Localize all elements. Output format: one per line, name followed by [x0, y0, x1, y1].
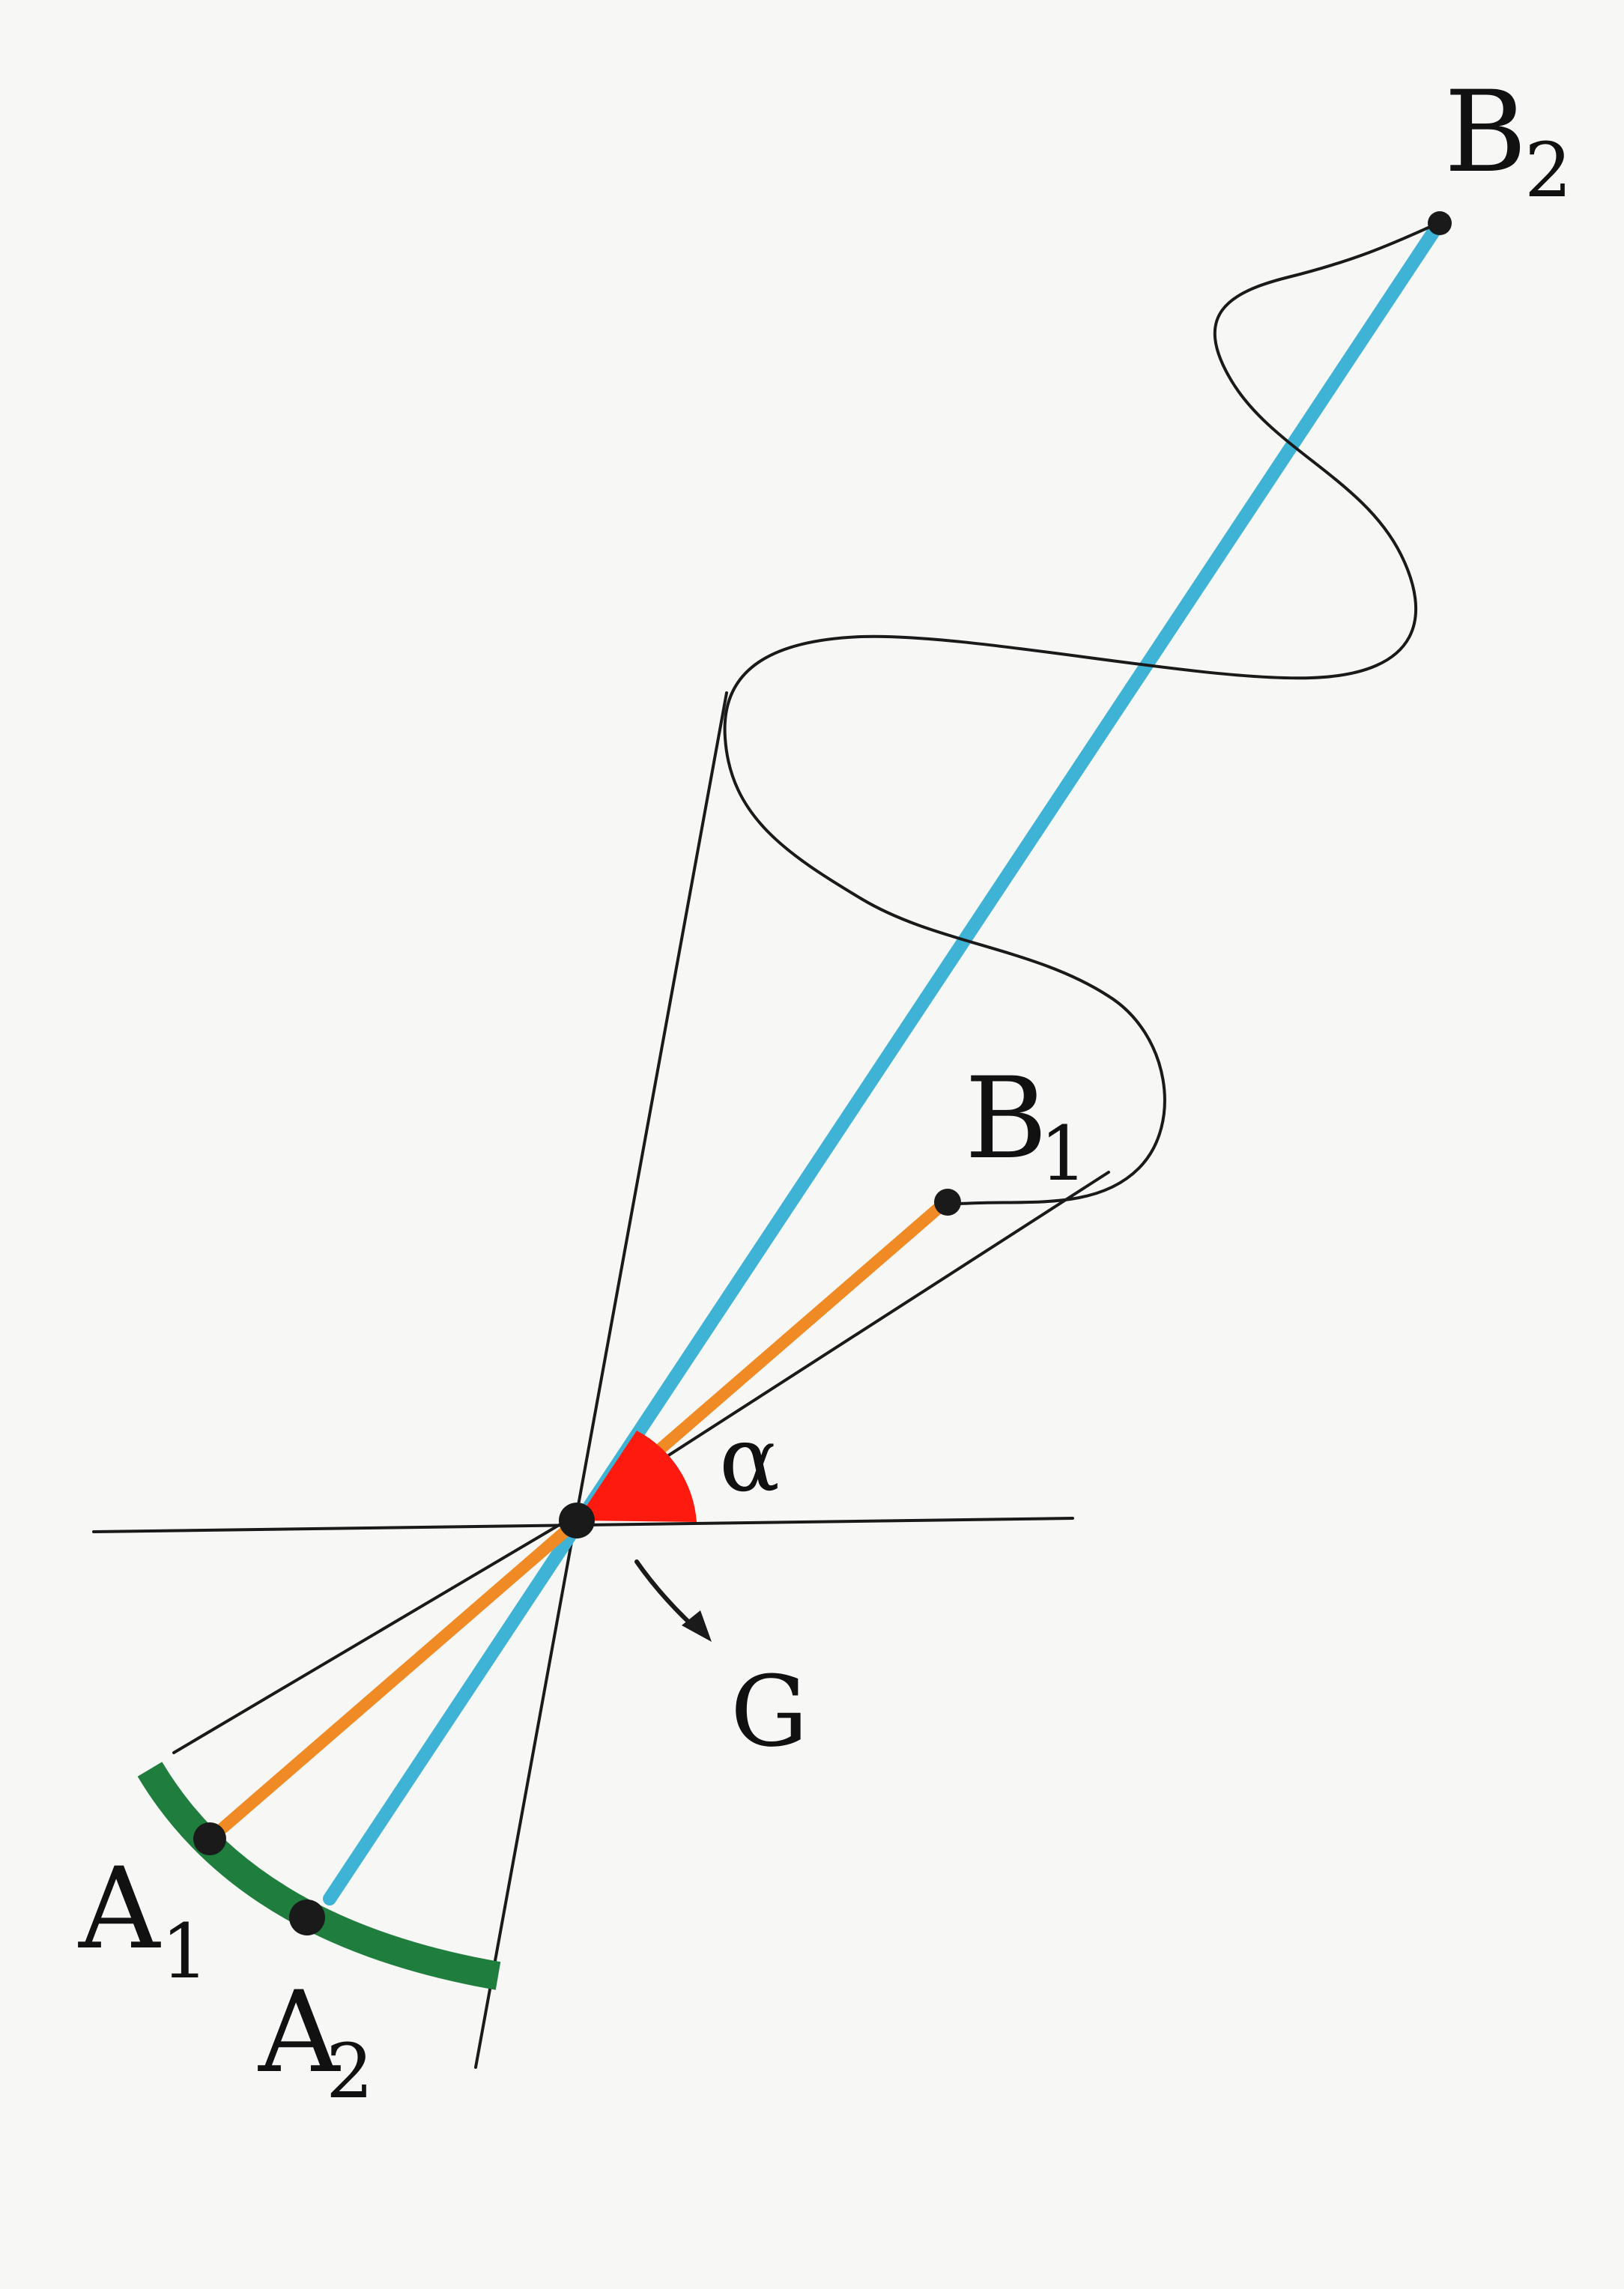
cyan-segment: [323, 218, 1445, 1906]
gravity-label: G: [730, 1655, 808, 1768]
helix-curve: [723, 222, 1440, 1206]
cone-line-lower: [172, 1515, 575, 1754]
svg-text:A: A: [78, 1844, 161, 1974]
label-b1: B 1: [965, 1054, 1088, 1198]
point-a1: [193, 1822, 226, 1855]
label-a2: A 2: [258, 1968, 374, 2115]
angle-sector: [577, 1431, 697, 1522]
svg-text:1: 1: [1040, 1110, 1088, 1198]
point-a2: [289, 1900, 325, 1935]
svg-text:B: B: [1444, 67, 1527, 198]
svg-text:1: 1: [161, 1908, 209, 1995]
svg-text:A: A: [258, 1968, 341, 2098]
cone-line-steep: [474, 691, 728, 2069]
point-b2: [1428, 211, 1452, 235]
svg-text:2: 2: [1524, 127, 1572, 214]
point-pivot: [559, 1503, 595, 1538]
angle-label: α: [719, 1408, 780, 1512]
gravity-arrowhead-icon: [682, 1610, 712, 1642]
svg-text:B: B: [965, 1054, 1047, 1184]
label-b2: B 2: [1444, 67, 1572, 214]
point-b1: [934, 1189, 961, 1216]
label-a1: A 1: [78, 1844, 209, 1995]
svg-text:2: 2: [326, 2028, 374, 2115]
green-arc: [137, 1762, 501, 1990]
